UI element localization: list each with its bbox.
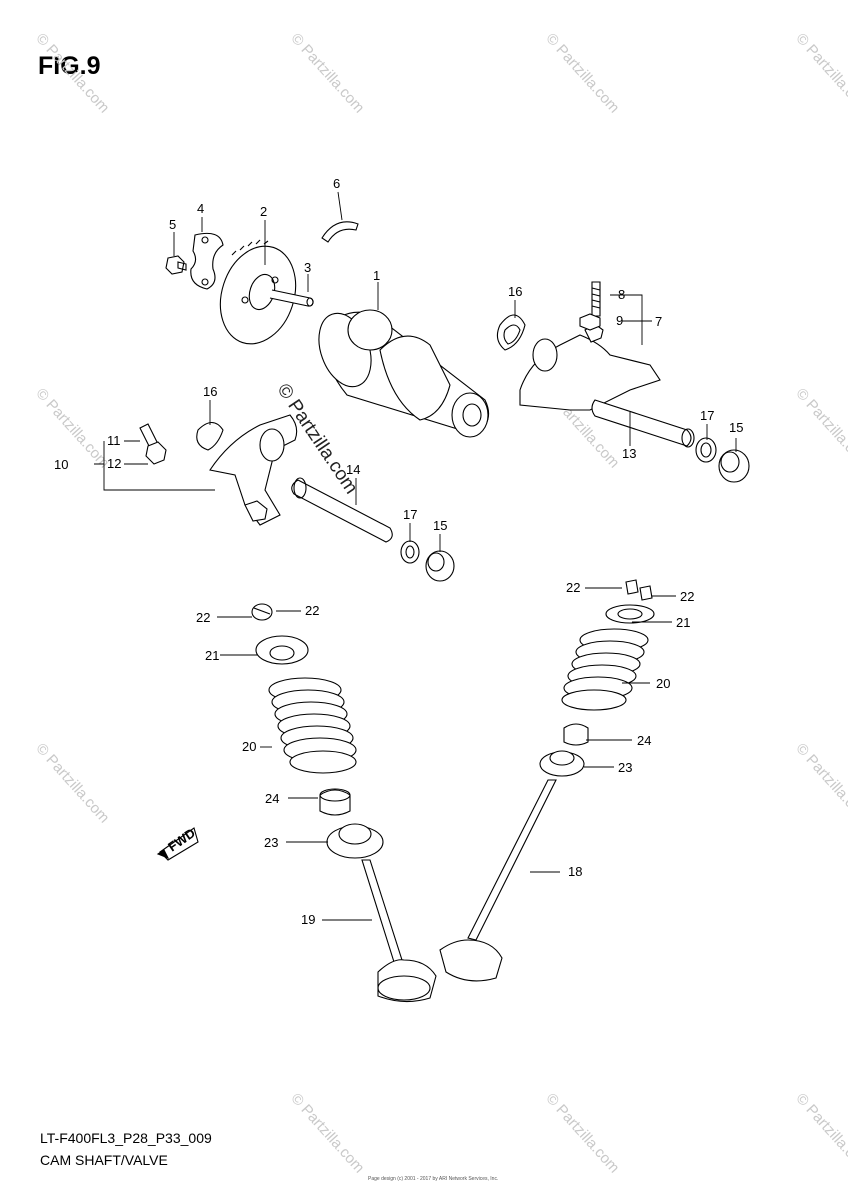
fwd-arrow-icon: FWD	[156, 825, 199, 861]
callout-21: 21	[205, 648, 219, 663]
callout-24: 24	[637, 733, 651, 748]
callout-3: 3	[304, 260, 311, 275]
section-name: CAM SHAFT/VALVE	[40, 1152, 168, 1168]
callout-24: 24	[265, 791, 279, 806]
c-ring-drawing	[321, 221, 359, 243]
callout-10: 10	[54, 457, 68, 472]
callout-22: 22	[196, 610, 210, 625]
callout-13: 13	[622, 446, 636, 461]
callout-11: 11	[107, 433, 121, 448]
callout-15: 15	[729, 420, 743, 435]
callout-7: 7	[655, 314, 662, 329]
seal-right-drawing	[695, 437, 717, 463]
bolt-drawing	[165, 255, 187, 275]
callout-22: 22	[566, 580, 580, 595]
cap-right-drawing	[718, 449, 750, 483]
callout-5: 5	[169, 217, 176, 232]
callout-6: 6	[333, 176, 340, 191]
callout-17: 17	[700, 408, 714, 423]
valve-seat-left-drawing	[326, 823, 384, 859]
callout-22: 22	[680, 589, 694, 604]
cam-sprocket-drawing	[219, 239, 297, 345]
cotter-right-drawing	[625, 579, 653, 601]
callout-16: 16	[203, 384, 217, 399]
o-ring-left-drawing	[196, 421, 224, 451]
seal-left-drawing	[400, 540, 420, 564]
shaft-left-drawing	[291, 477, 393, 543]
adjusting-screw-left-drawing	[139, 423, 167, 465]
retainer-right-drawing	[605, 604, 655, 624]
callout-15: 15	[433, 518, 447, 533]
callout-4: 4	[197, 201, 204, 216]
seal-cap-left-drawing	[319, 788, 351, 816]
callout-19: 19	[301, 912, 315, 927]
spring-left-drawing	[268, 677, 357, 774]
callout-20: 20	[242, 739, 256, 754]
cap-left-drawing	[425, 550, 455, 582]
rocker-arm-left-drawing	[209, 414, 298, 526]
exhaust-valve-drawing	[439, 779, 557, 982]
cotter-left-drawing	[251, 603, 273, 621]
callout-18: 18	[568, 864, 582, 879]
o-ring-right-drawing	[496, 314, 526, 351]
camshaft-drawing	[318, 309, 490, 438]
callout-23: 23	[618, 760, 632, 775]
callout-22: 22	[305, 603, 319, 618]
seal-cap-right-drawing	[563, 723, 589, 746]
rocker-arm-right-drawing	[519, 323, 661, 411]
callout-1: 1	[373, 268, 380, 283]
callout-23: 23	[264, 835, 278, 850]
callout-12: 12	[107, 456, 121, 471]
page-credit: Page design (c) 2001 - 2017 by ARI Netwo…	[368, 1176, 499, 1182]
callout-2: 2	[260, 204, 267, 219]
adjusting-screw-right-drawing	[579, 281, 601, 331]
callout-8: 8	[618, 287, 625, 302]
intake-valve-drawing	[361, 859, 437, 1003]
callout-16: 16	[508, 284, 522, 299]
pin-drawing	[269, 289, 314, 307]
callout-20: 20	[656, 676, 670, 691]
callout-14: 14	[346, 462, 360, 477]
callout-17: 17	[403, 507, 417, 522]
figure-title: FIG.9	[38, 52, 101, 80]
model-code: LT-F400FL3_P28_P33_009	[40, 1130, 212, 1146]
callout-9: 9	[616, 313, 623, 328]
valve-seat-right-drawing	[539, 750, 585, 777]
callout-21: 21	[676, 615, 690, 630]
callout-labels: 1 2 3 4 5 6 7 8 9 10 11 12 13 14 15 15 1…	[54, 176, 743, 927]
retainer-left-drawing	[255, 635, 309, 665]
shaft-right-drawing	[591, 399, 695, 448]
spring-right-drawing	[561, 628, 649, 711]
leader-lines	[94, 191, 737, 921]
lock-plate-drawing	[190, 232, 224, 290]
